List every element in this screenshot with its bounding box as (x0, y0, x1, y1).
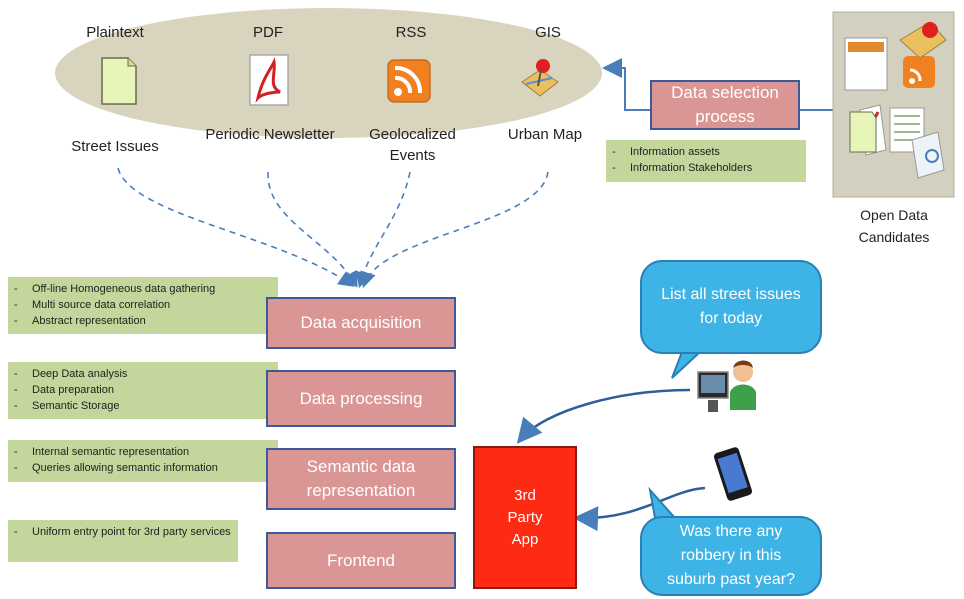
format-label-pdf: PDF (253, 24, 283, 41)
stage-note-text: Internal semantic representation (32, 446, 190, 458)
stage-note-item: -Semantic Storage (14, 400, 120, 412)
bubble-bottom-query: Was there any robbery in this suburb pas… (640, 516, 822, 596)
selection-note-item: -Information assets (612, 146, 720, 158)
stage-data-processing: Data processing (266, 370, 456, 427)
map-pin-icon (521, 59, 559, 97)
arrow-selection-to-ellipse (602, 58, 650, 111)
format-label-plaintext: Plaintext (86, 24, 144, 41)
stage-note-item: -Uniform entry point for 3rd party servi… (14, 526, 231, 538)
arrow-mobile-to-app (573, 486, 706, 532)
bubble-top-query: List all street issues for today (640, 260, 822, 354)
stage-note-text: Semantic Storage (32, 400, 120, 412)
stage-notes-processing: -Deep Data analysis -Data preparation -S… (8, 362, 278, 419)
third-party-app-box: 3rd Party App (473, 446, 577, 589)
selection-note-text: Information assets (630, 146, 720, 158)
stage-notes-semantic: -Internal semantic representation -Queri… (8, 440, 278, 482)
data-selection-process-box: Data selection process (650, 80, 800, 130)
stage-note-text: Deep Data analysis (32, 368, 128, 380)
stage-note-item: -Deep Data analysis (14, 368, 128, 380)
pdf-icon (249, 54, 289, 106)
selection-note-item: -Information Stakeholders (612, 162, 753, 174)
category-geolocalized-events: Geolocalized Events (369, 126, 456, 164)
rss-feed-icon (387, 59, 431, 103)
stage-data-acquisition: Data acquisition (266, 297, 456, 349)
stage-note-text: Data preparation (32, 384, 114, 396)
format-label-rss: RSS (395, 24, 427, 41)
stage-note-text: Queries allowing semantic information (32, 462, 218, 474)
stage-semantic-data-representation: Semantic data representation (266, 448, 456, 510)
stage-note-item: -Multi source data correlation (14, 299, 171, 311)
selection-note-text: Information Stakeholders (630, 162, 753, 174)
data-formats-ellipse (55, 8, 602, 138)
stage-note-item: -Data preparation (14, 384, 114, 396)
stage-notes-frontend: -Uniform entry point for 3rd party servi… (8, 520, 238, 562)
category-urban-map: Urban Map (507, 126, 583, 143)
mobile-phone-icon (713, 447, 753, 501)
category-periodic-newsletter: Periodic Newsletter (205, 126, 335, 143)
stage-note-text: Abstract representation (32, 315, 146, 327)
bubble-top-tail (671, 351, 703, 379)
selection-notes: -Information assets -Information Stakeho… (606, 140, 806, 182)
category-street-issues: Street Issues (71, 138, 159, 155)
stage-note-item: -Abstract representation (14, 315, 146, 327)
open-data-candidates-label: Open Data Candidates (858, 207, 930, 245)
stage-notes-acquisition: -Off-line Homogeneous data gathering -Mu… (8, 277, 278, 334)
dashed-flow-curves (117, 167, 549, 289)
stage-note-item: -Queries allowing semantic information (14, 462, 218, 474)
format-label-gis: GIS (535, 24, 561, 41)
stage-frontend: Frontend (266, 532, 456, 589)
stage-note-text: Multi source data correlation (32, 299, 171, 311)
arrow-desktop-user-to-app (516, 388, 691, 444)
desktop-user-icon (697, 360, 756, 412)
bubble-bottom-tail (648, 486, 678, 519)
plaintext-document-icon (101, 57, 137, 105)
stage-note-text: Off-line Homogeneous data gathering (32, 283, 216, 295)
stage-note-item: -Off-line Homogeneous data gathering (14, 283, 216, 295)
stage-note-item: -Internal semantic representation (14, 446, 190, 458)
stage-note-text: Uniform entry point for 3rd party servic… (32, 526, 231, 538)
open-data-candidates-collage (832, 11, 955, 198)
